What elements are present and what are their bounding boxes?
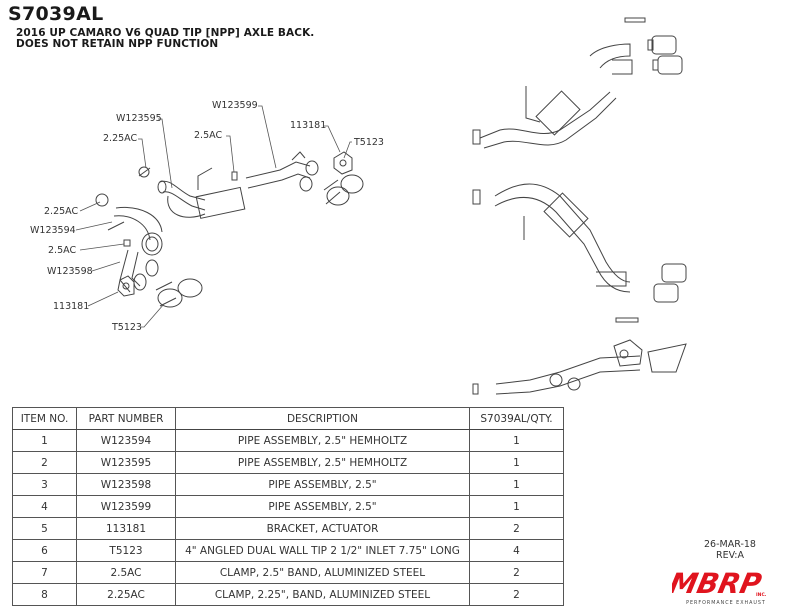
mbrp-logo: MBRP INC. PERFORMANCE EXHAUST xyxy=(672,567,767,606)
tip-t5123-top-part xyxy=(323,174,364,206)
logo-tagline: PERFORMANCE EXHAUST xyxy=(686,600,766,606)
callout-25ac-left: 2.5AC xyxy=(48,245,76,256)
clamp-25ac-top-part xyxy=(231,171,238,181)
cell-part: 2.25AC xyxy=(76,583,176,606)
cell-desc: CLAMP, 2.5" BAND, ALUMINIZED STEEL xyxy=(175,561,470,584)
cell-qty: 1 xyxy=(469,429,564,452)
cell-desc: BRACKET, ACTUATOR xyxy=(175,517,470,540)
table-row: 2 W123595 PIPE ASSEMBLY, 2.5" HEMHOLTZ 1 xyxy=(12,451,564,474)
callout-225ac-top: 2.25AC xyxy=(103,133,137,144)
cell-desc: PIPE ASSEMBLY, 2.5" xyxy=(175,473,470,496)
callout-113181-top: 113181 xyxy=(290,120,326,131)
cell-item: 1 xyxy=(12,429,77,452)
cell-part: 2.5AC xyxy=(76,561,176,584)
cell-qty: 1 xyxy=(469,473,564,496)
callout-25ac-top: 2.5AC xyxy=(194,130,222,141)
bottom-view-drawing xyxy=(472,183,687,303)
cell-part: W123599 xyxy=(76,495,176,518)
top-view-drawing xyxy=(472,17,683,149)
table-row: 6 T5123 4" ANGLED DUAL WALL TIP 2 1/2" I… xyxy=(12,539,564,562)
callout-w123594: W123594 xyxy=(30,225,76,236)
drawing-part-number: S7039AL xyxy=(8,3,104,25)
header-part-number: PART NUMBER xyxy=(76,407,176,430)
cell-desc: PIPE ASSEMBLY, 2.5" HEMHOLTZ xyxy=(175,429,470,452)
table-row: 7 2.5AC CLAMP, 2.5" BAND, ALUMINIZED STE… xyxy=(12,561,564,584)
cell-part: W123595 xyxy=(76,451,176,474)
table-row: 5 113181 BRACKET, ACTUATOR 2 xyxy=(12,517,564,540)
pipe-assembly-w123599-part xyxy=(245,151,319,192)
header-item-no: ITEM NO. xyxy=(12,407,77,430)
cell-qty: 4 xyxy=(469,539,564,562)
cell-qty: 2 xyxy=(469,517,564,540)
callout-w123598: W123598 xyxy=(47,266,93,277)
pipe-assembly-w123594-part xyxy=(107,206,163,256)
cell-item: 3 xyxy=(12,473,77,496)
tip-t5123-left-part xyxy=(155,278,203,308)
logo-brand: MBRP xyxy=(672,567,765,600)
cell-desc: PIPE ASSEMBLY, 2.5" xyxy=(175,495,470,518)
table-row: 8 2.25AC CLAMP, 2.25", BAND, ALUMINIZED … xyxy=(12,583,564,606)
cell-item: 5 xyxy=(12,517,77,540)
cell-item: 8 xyxy=(12,583,77,606)
cell-desc: 4" ANGLED DUAL WALL TIP 2 1/2" INLET 7.7… xyxy=(175,539,470,562)
callout-t5123-bottom: T5123 xyxy=(111,322,142,333)
bill-of-materials-table: ITEM NO. PART NUMBER DESCRIPTION S7039AL… xyxy=(12,407,564,606)
cell-part: W123594 xyxy=(76,429,176,452)
side-view-drawing xyxy=(472,317,687,395)
header-qty: S7039AL/QTY. xyxy=(469,407,564,430)
pipe-assembly-w123595-part xyxy=(157,167,246,219)
cell-item: 7 xyxy=(12,561,77,584)
drawing-subtitle-line2: DOES NOT RETAIN NPP FUNCTION xyxy=(16,38,219,50)
cell-part: 113181 xyxy=(76,517,176,540)
callout-w123595: W123595 xyxy=(116,113,162,124)
pipe-assembly-w123598-part xyxy=(119,249,159,293)
callout-225ac-left: 2.25AC xyxy=(44,206,78,217)
callout-113181-left: 113181 xyxy=(53,301,89,312)
cell-desc: CLAMP, 2.25", BAND, ALUMINIZED STEEL xyxy=(175,583,470,606)
cell-qty: 2 xyxy=(469,561,564,584)
cell-item: 4 xyxy=(12,495,77,518)
cell-item: 2 xyxy=(12,451,77,474)
cell-qty: 2 xyxy=(469,583,564,606)
callout-w123599: W123599 xyxy=(212,100,258,111)
logo-suffix: INC. xyxy=(756,592,767,598)
cell-qty: 1 xyxy=(469,451,564,474)
table-row: 4 W123599 PIPE ASSEMBLY, 2.5" 1 xyxy=(12,495,564,518)
clamp-225ac-top-part xyxy=(138,166,151,178)
bracket-113181-left-part xyxy=(117,275,135,297)
cell-part: W123598 xyxy=(76,473,176,496)
revision-block: 26-MAR-18 REV:A xyxy=(690,539,770,561)
header-description: DESCRIPTION xyxy=(175,407,470,430)
revision-label: REV:A xyxy=(715,550,745,561)
cell-desc: PIPE ASSEMBLY, 2.5" HEMHOLTZ xyxy=(175,451,470,474)
cell-qty: 1 xyxy=(469,495,564,518)
clamp-25ac-left-part xyxy=(123,239,131,247)
cell-part: T5123 xyxy=(76,539,176,562)
bracket-113181-top-part xyxy=(333,151,353,175)
table-row: 3 W123598 PIPE ASSEMBLY, 2.5" 1 xyxy=(12,473,564,496)
table-row: 1 W123594 PIPE ASSEMBLY, 2.5" HEMHOLTZ 1 xyxy=(12,429,564,452)
clamp-225ac-left-part xyxy=(95,193,109,207)
revision-date: 26-MAR-18 xyxy=(704,539,756,550)
table-header-row: ITEM NO. PART NUMBER DESCRIPTION S7039AL… xyxy=(12,407,564,430)
callout-leader-lines xyxy=(75,105,352,328)
drawing-subtitle-line1: 2016 UP CAMARO V6 QUAD TIP [NPP] AXLE BA… xyxy=(16,27,315,39)
cell-item: 6 xyxy=(12,539,77,562)
callout-t5123-top: T5123 xyxy=(353,137,384,148)
